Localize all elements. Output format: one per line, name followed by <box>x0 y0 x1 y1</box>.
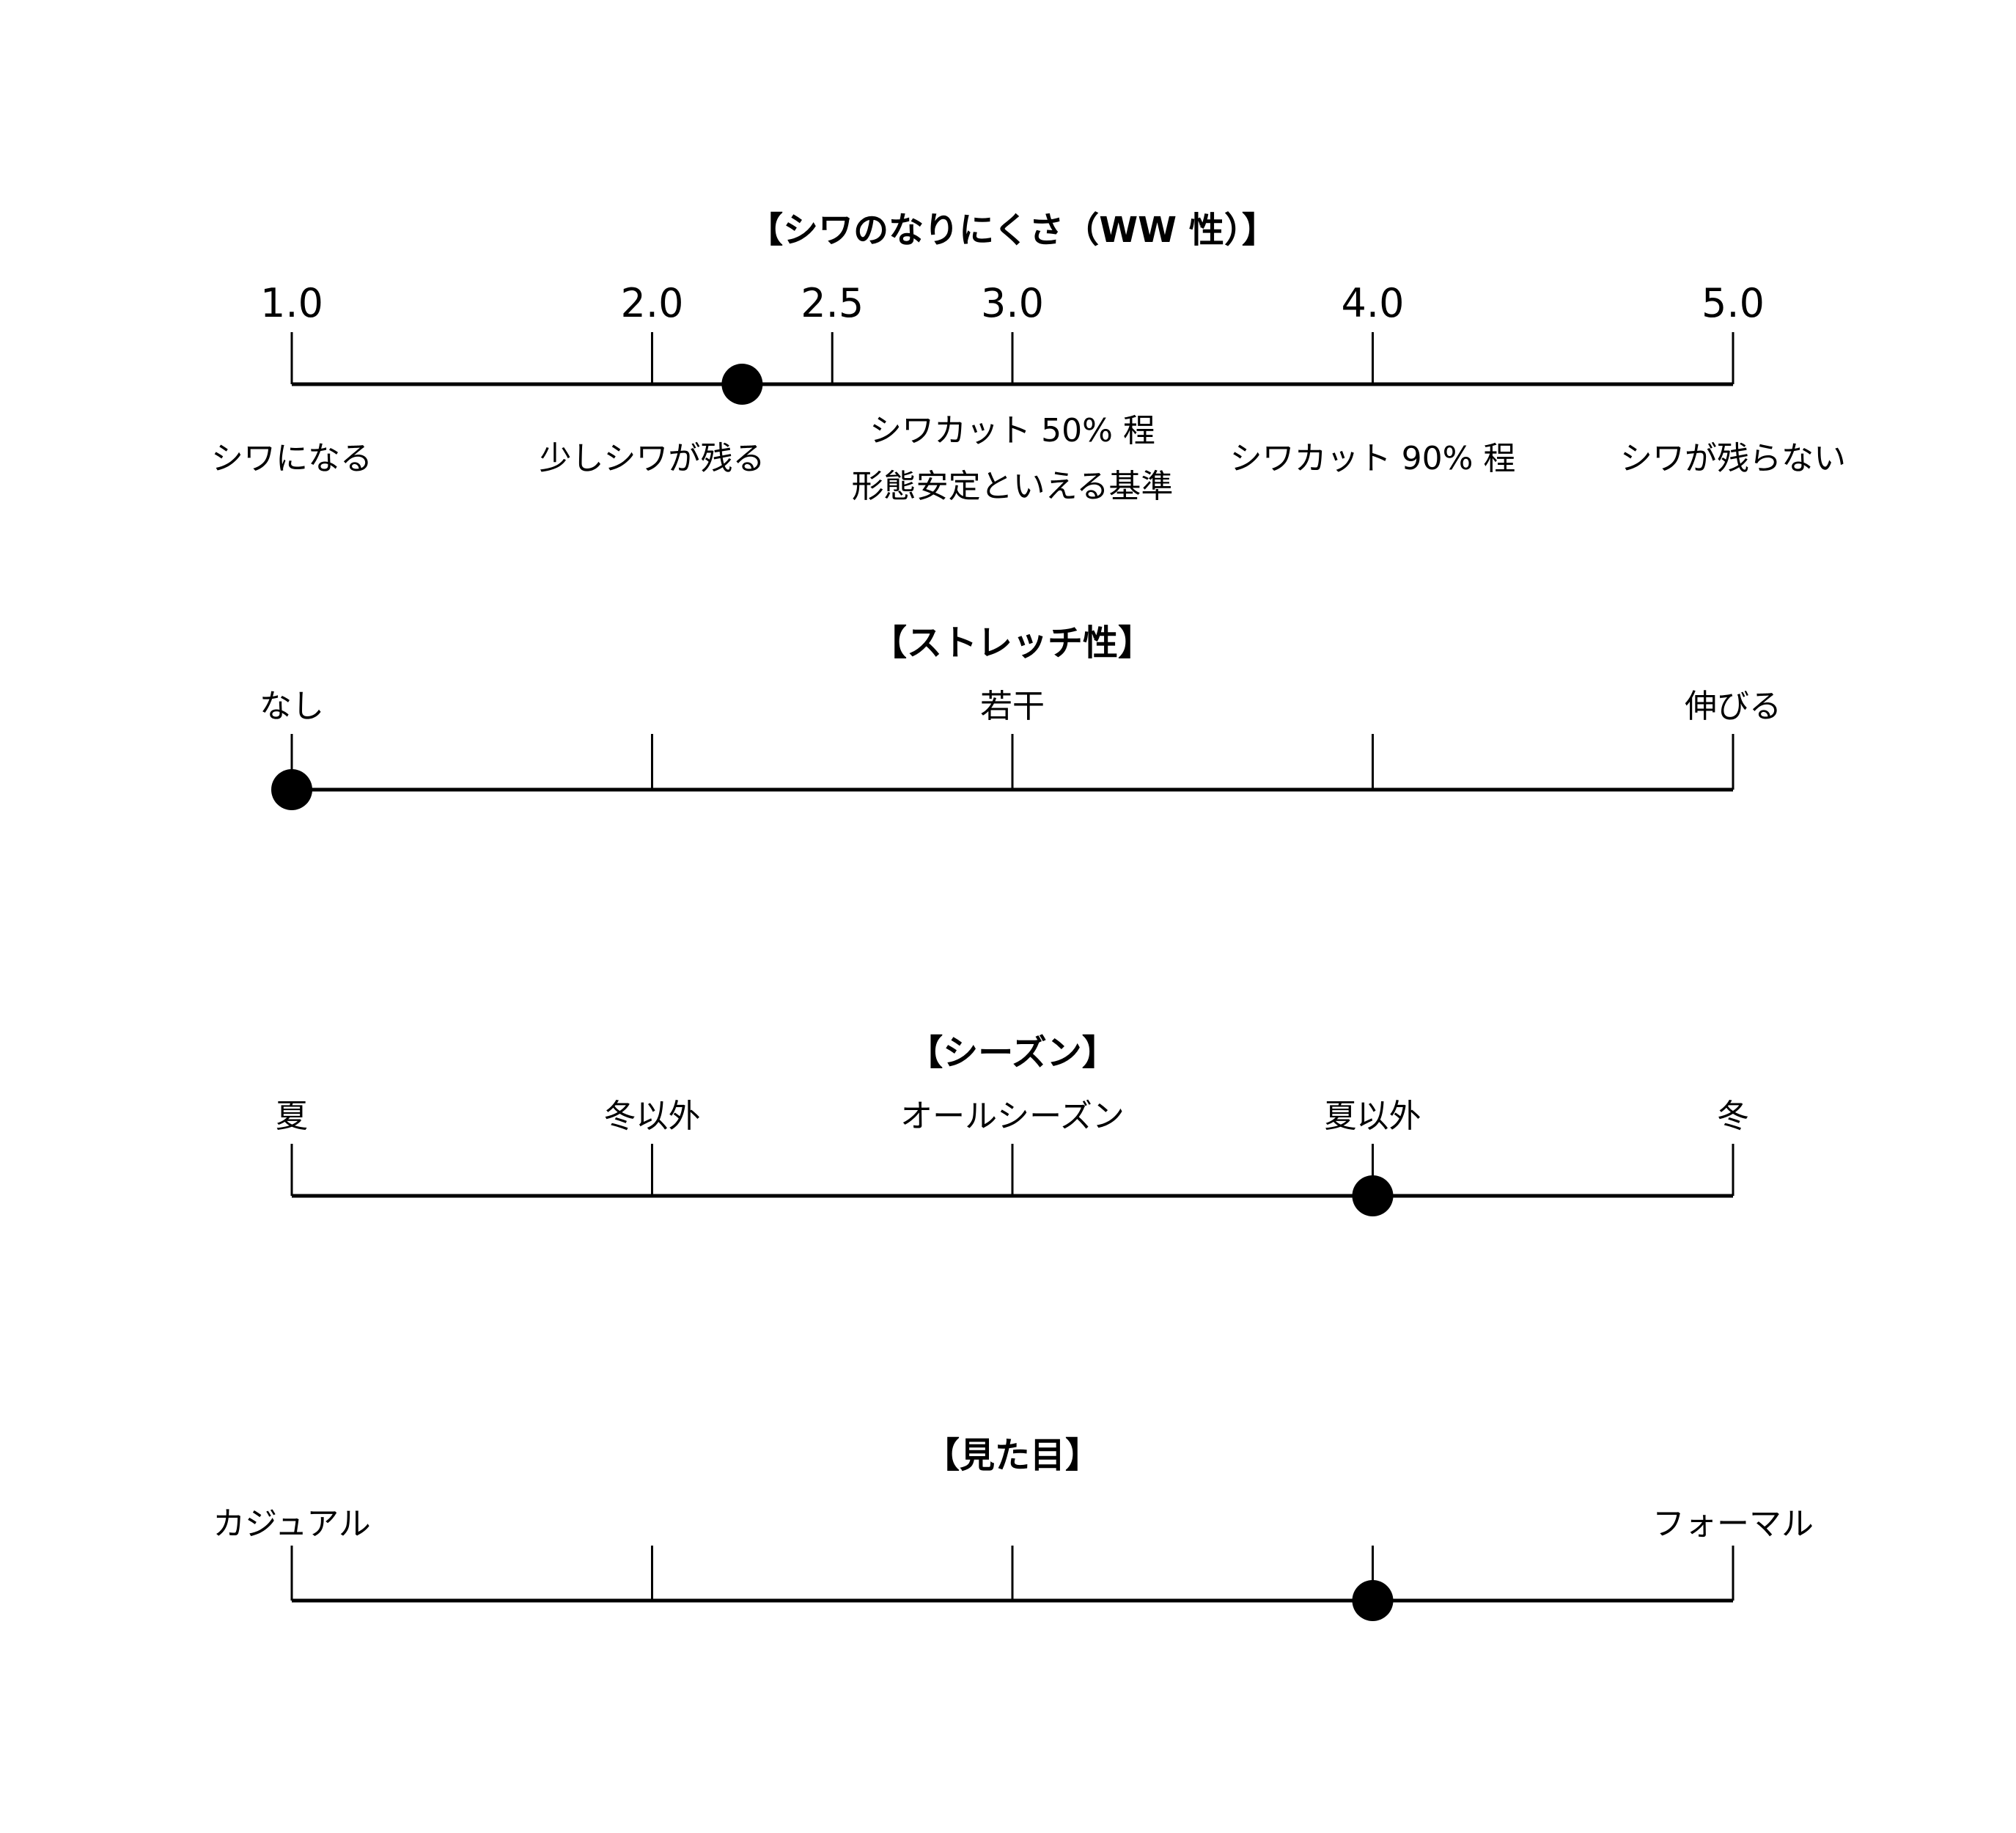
scale-chart-3: 【見た目】カジュアル フォーマル <box>213 1435 1814 1621</box>
tick-label: 2.5 <box>801 280 864 326</box>
scale-label: 冬以外 <box>604 1098 701 1135</box>
scale-chart-1: 【ストレッチ性】なし 若干 伸びる <box>260 622 1781 810</box>
scale-label: 冬 <box>1717 1098 1749 1135</box>
rating-marker <box>271 769 312 810</box>
tick-label: 1.0 <box>260 280 323 326</box>
description-label: シワカット 90% 程 <box>1230 440 1516 477</box>
tick-label: 3.0 <box>981 280 1044 326</box>
scale-label: 夏 <box>276 1098 308 1135</box>
tick-label: 4.0 <box>1342 280 1405 326</box>
tick-label: 2.0 <box>621 280 684 326</box>
scale-label: 夏以外 <box>1325 1098 1421 1135</box>
scale-label: 若干 <box>980 688 1045 725</box>
chart-title: 【シワのなりにくさ（WW 性）】 <box>748 210 1277 251</box>
scale-label: 伸びる <box>1685 688 1781 725</box>
rating-marker <box>721 364 763 405</box>
scale-chart-2: 【シーズン】夏 冬以外 オールシーズン 夏以外 冬 <box>276 1032 1749 1216</box>
scale-chart-0: 【シワのなりにくさ（WW 性）】 1.0 2.0 2.5 3.0 4.0 5.0 シワになる 少… <box>211 210 1846 505</box>
chart-title: 【ストレッチ性】 <box>872 622 1153 664</box>
description-label: 形態安定といえる基準 <box>852 468 1174 505</box>
chart-title: 【シーズン】 <box>908 1032 1117 1073</box>
scale-label: なし <box>260 688 324 725</box>
description-label: シワになる <box>211 440 372 477</box>
rating-marker <box>1352 1175 1394 1216</box>
scale-label: フォーマル <box>1652 1505 1814 1543</box>
scale-label: オールシーズン <box>900 1098 1125 1135</box>
scale-label: カジュアル <box>213 1505 371 1543</box>
rating-marker <box>1352 1580 1394 1621</box>
chart-title: 【見た目】 <box>924 1435 1100 1476</box>
description-label: シワカット 50% 程 <box>869 412 1155 449</box>
description-label: シワが残らない <box>1620 440 1846 477</box>
tick-label: 5.0 <box>1702 280 1765 326</box>
description-label: 少しシワが残る <box>540 440 765 477</box>
